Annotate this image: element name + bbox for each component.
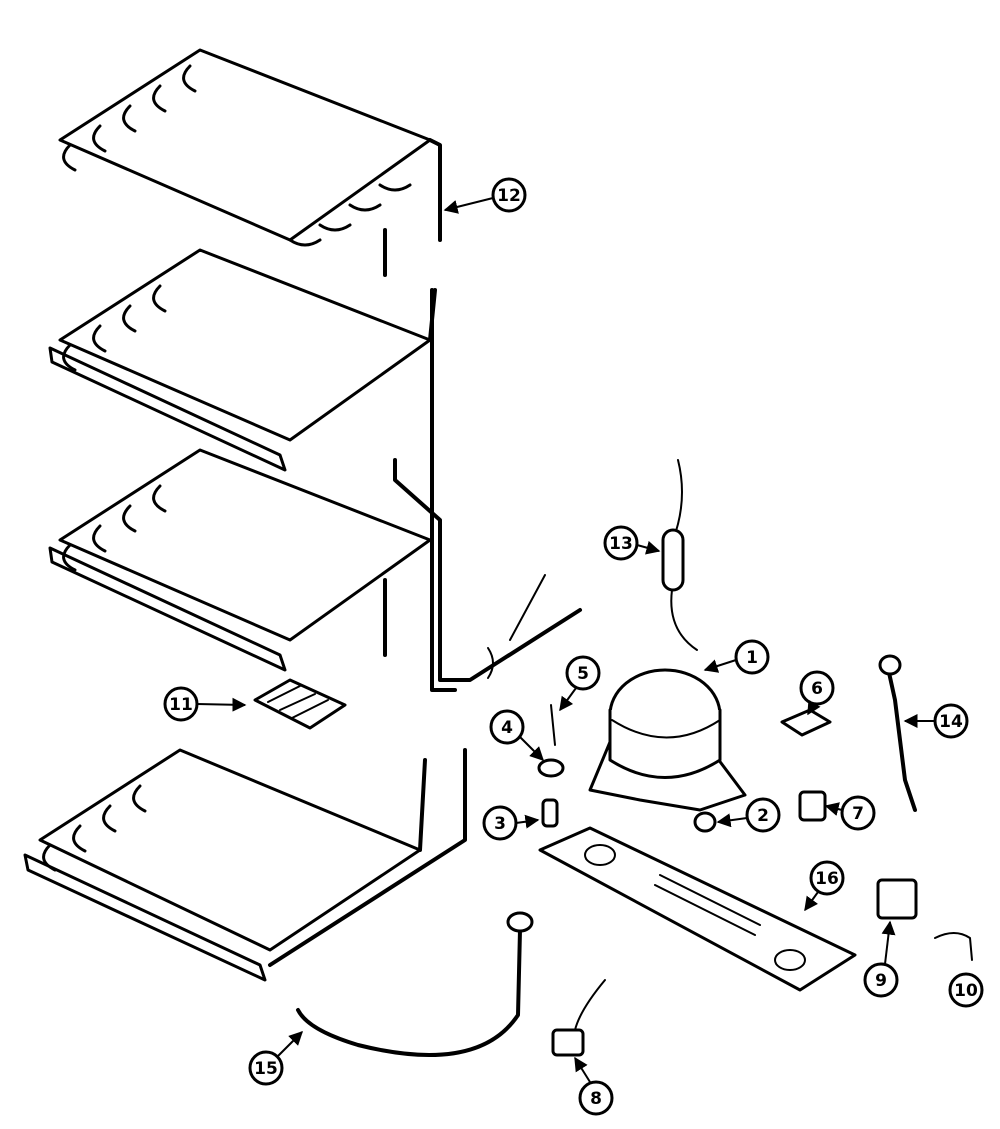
part-7-overload xyxy=(798,790,827,822)
callout-15: 15 xyxy=(248,1031,303,1086)
svg-text:2: 2 xyxy=(757,806,769,826)
callout-13: 13 xyxy=(603,525,661,561)
evaporator-coil-second xyxy=(48,228,437,472)
part-1-compressor xyxy=(588,668,747,812)
refrigerant-line-2 xyxy=(430,288,457,692)
svg-text:5: 5 xyxy=(577,664,589,684)
callout-6: 6 xyxy=(799,670,835,716)
svg-text:16: 16 xyxy=(815,869,839,889)
callout-12: 12 xyxy=(443,177,527,214)
part-9-switch xyxy=(876,878,918,920)
refrigerant-line xyxy=(393,458,582,682)
callout-5: 5 xyxy=(559,655,601,712)
evaporator-coil-third xyxy=(48,448,432,672)
part-16-base-plate xyxy=(538,826,857,992)
svg-text:6: 6 xyxy=(811,679,823,699)
callout-8: 8 xyxy=(574,1056,614,1116)
callout-14: 14 xyxy=(903,703,969,739)
svg-text:14: 14 xyxy=(939,712,963,732)
svg-text:7: 7 xyxy=(852,804,864,824)
svg-text:15: 15 xyxy=(254,1059,278,1079)
part-11-block xyxy=(253,678,347,730)
part-4-washer xyxy=(537,758,565,778)
part-3-sleeve xyxy=(541,798,559,828)
callout-4: 4 xyxy=(489,709,544,761)
part-13-drier xyxy=(661,459,698,651)
part-14-tube xyxy=(886,666,917,812)
callout-16: 16 xyxy=(804,860,845,912)
svg-text:11: 11 xyxy=(169,695,193,715)
svg-text:3: 3 xyxy=(494,814,506,834)
part-5-screw xyxy=(550,704,556,746)
evaporator-coil-top xyxy=(58,48,442,247)
callout-10: 10 xyxy=(948,972,984,1008)
callout-3: 3 xyxy=(482,805,540,841)
callout-9: 9 xyxy=(863,920,899,998)
callout-1: 1 xyxy=(703,639,770,675)
svg-text:1: 1 xyxy=(746,648,758,668)
svg-text:13: 13 xyxy=(609,534,633,554)
part-8-plug xyxy=(551,979,606,1057)
evaporator-coil-bottom xyxy=(23,748,467,982)
part-10-clip xyxy=(934,932,973,961)
part-6-relay xyxy=(780,708,832,737)
callout-2: 2 xyxy=(716,797,781,833)
callout-7: 7 xyxy=(824,795,876,831)
svg-text:8: 8 xyxy=(590,1089,602,1109)
part-15-hose xyxy=(296,911,534,1057)
part-2-grommet xyxy=(693,811,717,833)
svg-text:10: 10 xyxy=(954,981,978,1001)
svg-text:9: 9 xyxy=(875,971,887,991)
callout-11: 11 xyxy=(163,686,247,722)
part-14-end xyxy=(878,654,902,676)
svg-text:4: 4 xyxy=(501,718,513,738)
svg-text:12: 12 xyxy=(497,186,521,206)
